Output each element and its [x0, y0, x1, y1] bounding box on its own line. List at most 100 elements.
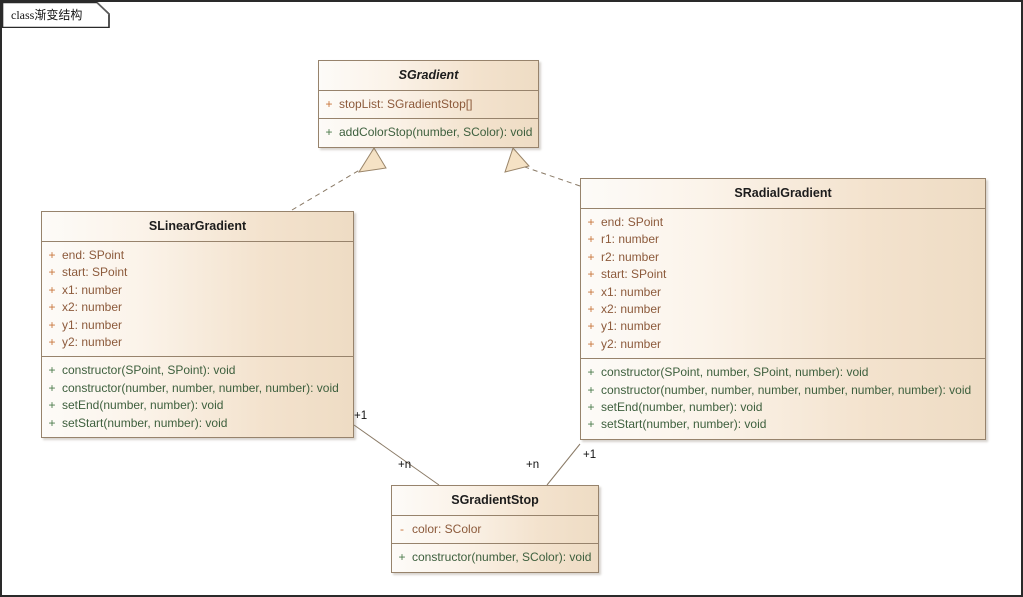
- class-box-sgradientstop[interactable]: SGradientStop - color: SColor + construc…: [391, 485, 599, 573]
- operation-compartment-sgradientstop: + constructor(number, SColor): void: [392, 543, 598, 571]
- attribute-compartment-sgradientstop: - color: SColor: [392, 515, 598, 543]
- multiplicity-linear-source: +1: [354, 410, 368, 422]
- operation-row: + constructor(number, SColor): void: [392, 549, 598, 566]
- visibility-marker: +: [48, 335, 56, 350]
- operation-row: + constructor(number, number, number, nu…: [42, 380, 353, 397]
- attribute-row: + x2: number: [42, 299, 353, 316]
- hollow-triangle-arrowhead-linear: [358, 147, 387, 173]
- attribute-row: + end: SPoint: [581, 214, 985, 231]
- visibility-marker: +: [48, 380, 56, 395]
- operation-text: constructor(SPoint, number, SPoint, numb…: [601, 365, 869, 380]
- visibility-marker: +: [587, 284, 595, 299]
- visibility-marker: +: [325, 97, 333, 111]
- attribute-text: x1: number: [601, 284, 662, 299]
- tab-fold-line: [96, 2, 110, 15]
- visibility-marker: +: [48, 265, 56, 280]
- visibility-marker: +: [587, 365, 595, 380]
- attribute-text: x2: number: [601, 302, 662, 317]
- attribute-text: color: SColor: [412, 522, 482, 536]
- operation-row: + constructor(SPoint, SPoint): void: [42, 362, 353, 379]
- operation-text: constructor(SPoint, SPoint): void: [62, 363, 236, 378]
- visibility-marker: +: [587, 319, 595, 334]
- class-name-sradialgradient: SRadialGradient: [734, 186, 832, 200]
- operation-text: constructor(number, number, number, numb…: [62, 380, 339, 395]
- attribute-row: + y2: number: [42, 334, 353, 351]
- attribute-row: + end: SPoint: [42, 247, 353, 264]
- attribute-text: r2: number: [601, 249, 660, 264]
- operation-text: setStart(number, number): void: [62, 415, 228, 430]
- attribute-text: r1: number: [601, 232, 660, 247]
- attribute-compartment-sradialgradient: + end: SPoint + r1: number + r2: number …: [581, 208, 985, 358]
- operation-row: + setEnd(number, number): void: [42, 397, 353, 414]
- attribute-text: end: SPoint: [62, 248, 125, 262]
- attribute-text: y2: number: [601, 336, 662, 351]
- class-name-sgradientstop: SGradientStop: [451, 493, 539, 507]
- visibility-marker: +: [587, 400, 595, 415]
- attribute-row: + y1: number: [42, 317, 353, 334]
- connector-linear-realizes-gradient[interactable]: [291, 147, 387, 211]
- operation-row: + setEnd(number, number): void: [581, 399, 985, 416]
- class-name-slineargradient: SLinearGradient: [148, 219, 247, 233]
- operation-text: addColorStop(number, SColor): void: [339, 125, 533, 140]
- connector-radial-realizes-gradient[interactable]: [504, 147, 581, 187]
- visibility-marker: +: [48, 282, 56, 297]
- attribute-row: + x1: number: [42, 282, 353, 299]
- attribute-text: x1: number: [62, 282, 123, 297]
- attribute-row: + y2: number: [581, 336, 985, 353]
- visibility-marker: +: [48, 300, 56, 315]
- attribute-text: start: SPoint: [601, 267, 667, 282]
- class-box-sgradient[interactable]: SGradient + stopList: SGradientStop[] + …: [318, 60, 539, 148]
- operation-row: + constructor(number, number, number, nu…: [581, 382, 985, 399]
- operation-row: + addColorStop(number, SColor): void: [319, 124, 538, 141]
- operation-row: + setStart(number, number): void: [42, 415, 353, 432]
- class-box-slineargradient[interactable]: SLinearGradient + end: SPoint + start: S…: [41, 211, 354, 439]
- attribute-row: + r2: number: [581, 249, 985, 266]
- attribute-row: + x1: number: [581, 284, 985, 301]
- operation-row: + setStart(number, number): void: [581, 416, 985, 433]
- operation-text: setStart(number, number): void: [601, 417, 767, 432]
- visibility-marker: +: [587, 382, 595, 397]
- visibility-marker: +: [48, 415, 56, 430]
- title-tab-name: 渐变结构: [34, 8, 83, 22]
- multiplicity-linear-target: +n: [398, 459, 412, 471]
- visibility-marker: +: [587, 249, 595, 264]
- operation-compartment-sgradient: + addColorStop(number, SColor): void: [319, 118, 538, 146]
- multiplicity-radial-target: +n: [526, 459, 540, 471]
- multiplicity-radial-source: +1: [583, 449, 597, 461]
- visibility-marker: +: [325, 125, 333, 140]
- attribute-text: y1: number: [62, 317, 123, 332]
- visibility-marker: +: [587, 232, 595, 247]
- operation-text: constructor(number, SColor): void: [412, 550, 592, 565]
- visibility-marker: +: [48, 363, 56, 378]
- operation-row: + constructor(SPoint, number, SPoint, nu…: [581, 364, 985, 381]
- attribute-row: + stopList: SGradientStop[]: [319, 96, 538, 113]
- diagram-title-tab[interactable]: class渐变结构: [2, 2, 110, 28]
- connector-linear-association-stop[interactable]: [353, 424, 440, 486]
- attribute-text: y2: number: [62, 335, 123, 350]
- visibility-marker: +: [48, 317, 56, 332]
- title-tab-keyword: class: [11, 8, 35, 22]
- title-tab-shape: [2, 2, 110, 28]
- attribute-text: end: SPoint: [601, 215, 664, 229]
- operation-text: setEnd(number, number): void: [601, 400, 763, 415]
- realization-line-radial: [518, 164, 581, 187]
- visibility-marker: -: [400, 522, 404, 536]
- realization-line-linear: [291, 164, 369, 211]
- operation-compartment-slineargradient: + constructor(SPoint, SPoint): void + co…: [42, 356, 353, 437]
- visibility-marker: +: [587, 417, 595, 432]
- association-line-linear: [353, 424, 440, 486]
- connector-radial-association-stop[interactable]: [546, 443, 581, 486]
- visibility-marker: +: [587, 267, 595, 282]
- attribute-text: y1: number: [601, 319, 662, 334]
- visibility-marker: +: [398, 550, 406, 565]
- attribute-compartment-slineargradient: + end: SPoint + start: SPoint + x1: numb…: [42, 241, 353, 356]
- visibility-marker: +: [587, 215, 595, 229]
- attribute-row: + r1: number: [581, 231, 985, 248]
- operation-text: constructor(number, number, number, numb…: [601, 382, 972, 397]
- association-line-radial: [546, 443, 581, 486]
- class-box-sradialgradient[interactable]: SRadialGradient + end: SPoint + r1: numb…: [580, 178, 986, 440]
- visibility-marker: +: [48, 398, 56, 413]
- visibility-marker: +: [587, 302, 595, 317]
- tab-outline: [2, 2, 110, 28]
